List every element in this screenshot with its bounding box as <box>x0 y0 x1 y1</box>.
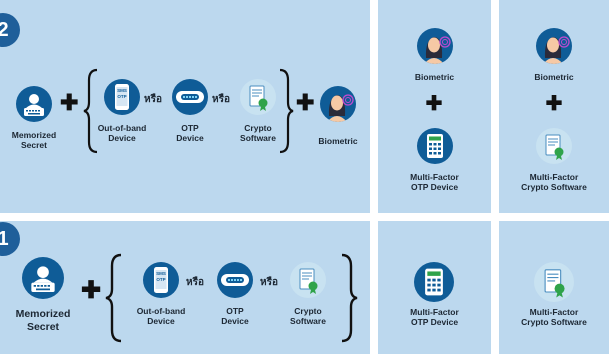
or-label: หรือ <box>212 94 230 105</box>
plus-sign: ✚ <box>425 93 443 115</box>
biometric-face-icon <box>417 28 453 64</box>
memorized-secret-icon <box>16 86 52 122</box>
plus-sign: ✚ <box>80 277 102 304</box>
calculator-icon <box>417 128 453 164</box>
crypto-software-icon <box>536 128 572 164</box>
right-brace <box>341 253 358 343</box>
crypto-software-icon <box>290 262 326 298</box>
crypto-software-icon <box>534 262 574 302</box>
calculator-icon <box>414 262 454 302</box>
plus-sign: ✚ <box>60 90 79 115</box>
otp-device-icon <box>217 262 253 298</box>
or-label: หรือ <box>144 94 162 105</box>
memorized-secret-icon <box>22 257 64 299</box>
or-label: หรือ <box>186 277 204 288</box>
level2-biometric-label: Biometric <box>318 136 358 146</box>
crypto-software-icon <box>240 79 276 115</box>
right-brace <box>279 68 294 154</box>
plus-sign: ✚ <box>296 90 315 115</box>
otp-device-icon <box>172 79 208 115</box>
biometric-face-icon <box>536 28 572 64</box>
biometric-label: Biometric <box>534 72 574 82</box>
out-of-band-device-icon <box>143 262 179 298</box>
biometric-label: Biometric <box>414 72 455 82</box>
level1-badge: 1 <box>0 222 20 256</box>
left-brace <box>83 68 98 154</box>
out-of-band-device-icon <box>104 79 140 115</box>
plus-sign: ✚ <box>545 93 563 115</box>
or-label: หรือ <box>260 277 278 288</box>
level2-badge: 2 <box>0 13 20 47</box>
left-brace <box>105 253 122 343</box>
biometric-face-icon <box>320 86 356 122</box>
